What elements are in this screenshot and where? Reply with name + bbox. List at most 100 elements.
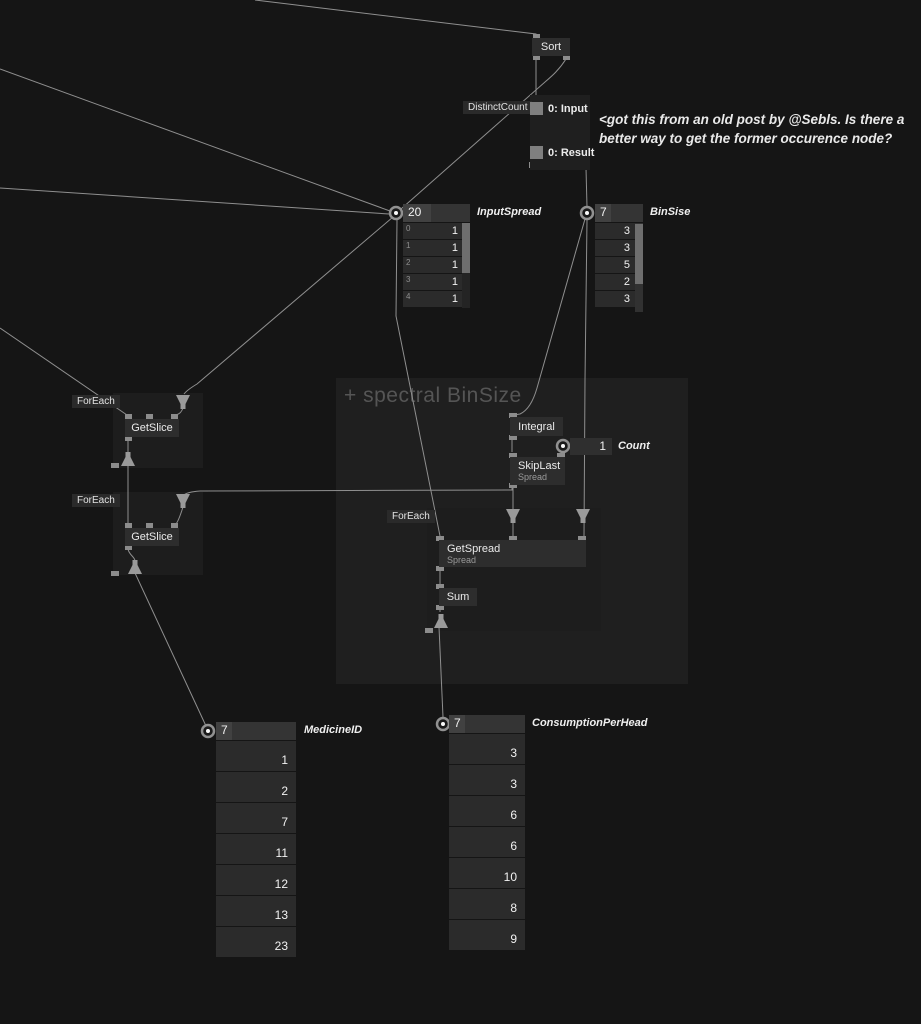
- row-value: 2: [623, 276, 630, 288]
- pin-label-input: 0: Input: [548, 103, 588, 115]
- iobox-row[interactable]: 6: [449, 827, 525, 857]
- row-value: 1: [451, 225, 458, 237]
- wires[interactable]: [0, 0, 588, 727]
- patch-comment: <got this from an old post by @Sebls. Is…: [599, 110, 921, 148]
- pin: [436, 605, 444, 610]
- scrollbar[interactable]: [635, 223, 643, 312]
- node-getslice-2[interactable]: GetSlice: [125, 528, 179, 546]
- pin: [125, 414, 132, 419]
- iobox-row[interactable]: 12: [216, 865, 296, 895]
- iobox-header-value[interactable]: 7: [216, 722, 232, 740]
- row-value: 5: [623, 259, 630, 271]
- node-getslice-1[interactable]: GetSlice: [125, 419, 179, 437]
- node-sort[interactable]: Sort: [532, 38, 570, 56]
- iobox-header[interactable]: 7: [449, 715, 525, 733]
- wire: [438, 626, 444, 718]
- pin: [509, 435, 517, 440]
- iobox-row[interactable]: 8: [449, 889, 525, 919]
- splicer-arrows[interactable]: [121, 395, 590, 628]
- iobox-row[interactable]: 10: [449, 858, 525, 888]
- iobox-row[interactable]: 3: [449, 765, 525, 795]
- foreach-label-2[interactable]: ForEach: [72, 494, 120, 507]
- foreach-label-3[interactable]: ForEach: [387, 510, 435, 523]
- pin: [436, 566, 444, 571]
- iobox-header[interactable]: 20: [403, 204, 470, 222]
- pin: [436, 536, 444, 541]
- scrollbar-thumb[interactable]: [462, 223, 470, 273]
- pin: [436, 584, 444, 589]
- iobox-row[interactable]: 3: [449, 734, 525, 764]
- iobox-header-value[interactable]: 7: [449, 715, 465, 733]
- iobox-row[interactable]: 2: [595, 274, 643, 290]
- foreach-region-3[interactable]: [427, 508, 601, 631]
- node-getspread[interactable]: GetSpread Spread: [439, 540, 586, 567]
- iobox-header[interactable]: 7: [595, 204, 643, 222]
- iobox-row[interactable]: 6: [449, 796, 525, 826]
- iobox-label-count: Count: [618, 440, 650, 452]
- row-index: 4: [406, 292, 411, 301]
- wire: [513, 218, 586, 416]
- row-value: 7: [281, 815, 288, 829]
- wire: [583, 219, 588, 537]
- iobox-row[interactable]: 9: [449, 920, 525, 950]
- iobox-pins[interactable]: [200, 205, 595, 739]
- iobox-row[interactable]: 3: [595, 291, 643, 307]
- wire: [175, 506, 184, 525]
- node-integral[interactable]: Integral: [510, 417, 563, 436]
- iobox-row[interactable]: 3: [595, 223, 643, 239]
- iobox-header[interactable]: 7: [216, 722, 296, 740]
- foreach-label-1[interactable]: ForEach: [72, 395, 120, 408]
- row-value: 2: [281, 784, 288, 798]
- splicer-down-arrow-icon: [176, 494, 190, 508]
- row-value: 1: [451, 242, 458, 254]
- iobox-row[interactable]: 5: [595, 257, 643, 273]
- wire: [585, 167, 588, 208]
- iobox-count[interactable]: 1: [570, 438, 612, 455]
- iobox-row[interactable]: 7: [216, 803, 296, 833]
- pin: [435, 716, 451, 732]
- wire: [400, 58, 567, 210]
- node-sublabel: Spread: [518, 472, 548, 482]
- iobox-row[interactable]: 11: [216, 834, 296, 864]
- wire: [395, 219, 441, 537]
- row-value: 3: [510, 777, 517, 791]
- row-value: 3: [510, 746, 517, 760]
- node-distinctcount-label[interactable]: DistinctCount: [463, 101, 533, 114]
- iobox-header-value[interactable]: 7: [595, 204, 611, 222]
- pin: [171, 414, 178, 419]
- iobox-row[interactable]: 13: [216, 896, 296, 926]
- scrollbar[interactable]: [462, 223, 470, 308]
- comment-line: better way to get the former occurence n…: [599, 131, 893, 146]
- input-pin[interactable]: [530, 102, 543, 115]
- row-value: 10: [503, 870, 517, 884]
- scrollbar-thumb[interactable]: [635, 224, 643, 284]
- row-value: 1: [451, 259, 458, 271]
- iobox-row[interactable]: 1: [216, 741, 296, 771]
- pin: [557, 453, 565, 458]
- splicer-down-arrow-icon: [506, 509, 520, 523]
- iobox-header-value[interactable]: 20: [403, 204, 431, 222]
- node-skiplast[interactable]: SkipLast Spread: [510, 457, 565, 485]
- region-pin: [425, 628, 433, 633]
- iobox-row[interactable]: 2: [216, 772, 296, 802]
- iobox-header-rest: [232, 722, 296, 740]
- iobox-value[interactable]: 1: [599, 439, 606, 453]
- iobox-row[interactable]: 23: [216, 927, 296, 957]
- result-pin[interactable]: [530, 146, 543, 159]
- node-pins[interactable]: [111, 34, 590, 633]
- wire: [183, 216, 394, 395]
- iobox-row[interactable]: 3: [595, 240, 643, 256]
- node-sum[interactable]: Sum: [439, 588, 477, 606]
